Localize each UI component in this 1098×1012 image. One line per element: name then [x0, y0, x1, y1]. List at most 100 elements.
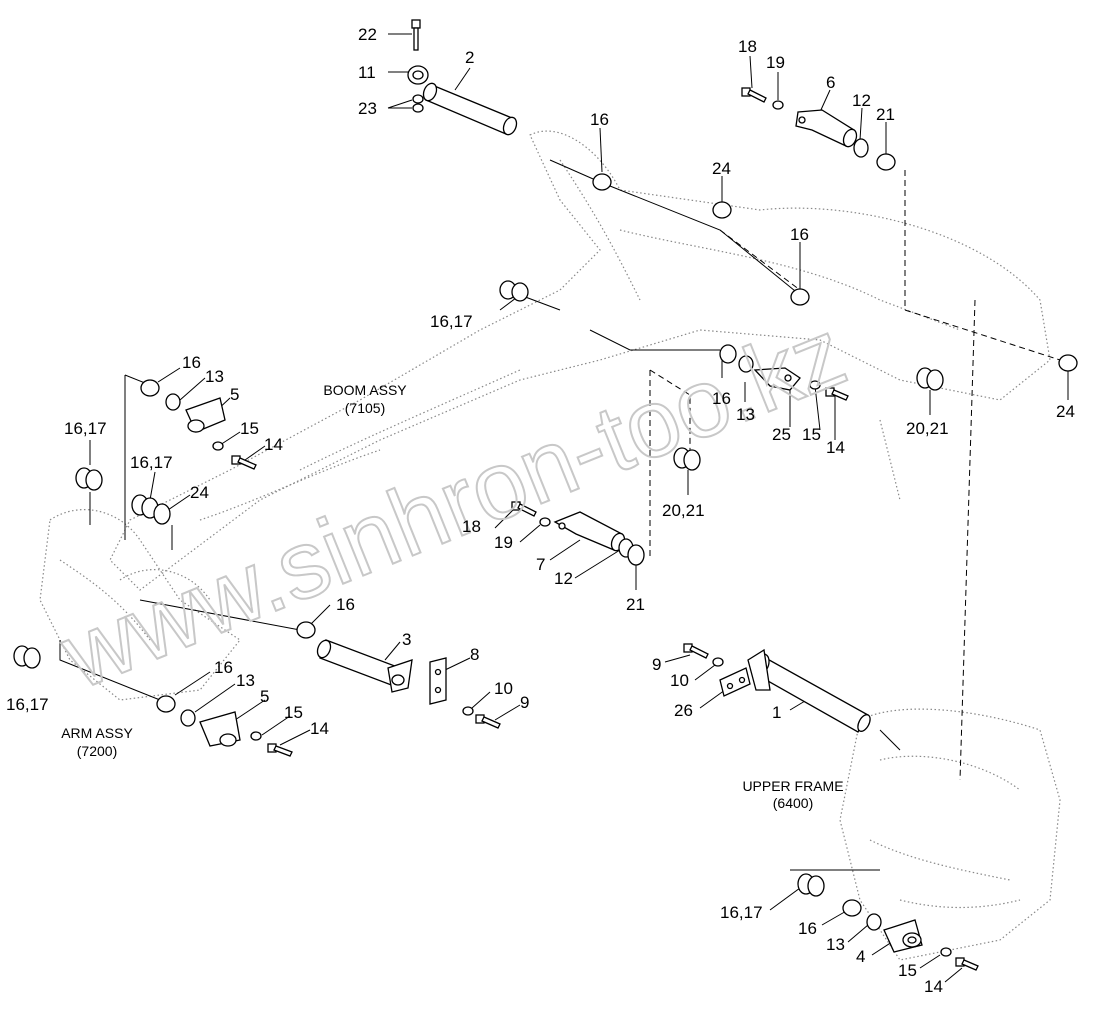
part-5-pin-a [185, 397, 226, 433]
part-19-washer-top [772, 100, 784, 110]
upper-frame-code: (6400) [773, 795, 813, 811]
part-10-washer-b [712, 657, 724, 667]
callout-2: 2 [465, 48, 474, 67]
leader-lines [59, 33, 1069, 983]
callout-16-17-c: 16,17 [130, 453, 173, 472]
watermark-text: www.sinhron-too.kz [47, 298, 860, 709]
part-23-washers [412, 94, 424, 113]
boom-assy-code: (7105) [345, 400, 385, 416]
upper-frame-label: UPPER FRAME [742, 778, 843, 794]
callout-23: 23 [358, 99, 377, 118]
callout-21-top: 21 [876, 105, 895, 124]
callout-16-e: 16 [336, 595, 355, 614]
part-22-bolt [411, 19, 421, 51]
part-16-17-shims-b [75, 467, 103, 491]
callout-5-a: 5 [230, 385, 239, 404]
callout-1: 1 [772, 703, 781, 722]
part-13-ring-a [165, 393, 181, 411]
part-3-pin [316, 639, 413, 693]
callout-4: 4 [856, 947, 865, 966]
callout-9-b: 9 [652, 655, 661, 674]
callout-20-21-a: 20,21 [906, 419, 949, 438]
part-13-ring-c [180, 709, 196, 727]
part-13-ring-b [738, 355, 754, 373]
part-16-shim-d [719, 344, 737, 364]
part-14-bolt-b [825, 387, 849, 401]
part-14-bolt-a [231, 455, 257, 470]
callout-26: 26 [674, 701, 693, 720]
callout-16-17-e: 16,17 [720, 903, 763, 922]
callout-7: 7 [536, 555, 545, 574]
part-15-washer-d [940, 947, 952, 957]
part-16-17-shims-e [797, 873, 825, 897]
part-14-bolt-d [955, 957, 979, 971]
callout-14-c: 14 [310, 719, 329, 738]
callout-labels: 22 11 23 2 18 19 6 12 21 16 24 16 16,17 … [6, 25, 1075, 996]
callout-13-c: 13 [236, 671, 255, 690]
part-16-17-shims-d [13, 645, 41, 669]
part-16-shim-b [790, 288, 810, 306]
part-10-washer-a [462, 706, 474, 716]
callout-10-a: 10 [494, 679, 513, 698]
part-12-spacer-top [853, 138, 869, 158]
part-4-pin [883, 919, 923, 953]
callout-15-d: 15 [898, 961, 917, 980]
part-16-shim-e [296, 621, 316, 639]
callout-24-c: 24 [1056, 402, 1075, 421]
callout-10-b: 10 [670, 671, 689, 690]
part-15-washer-c [250, 731, 262, 741]
part-6-pin [795, 109, 858, 148]
callout-25: 25 [772, 425, 791, 444]
part-18-bolt-top [741, 87, 767, 103]
part-13-ring-d [866, 913, 882, 931]
callout-19-top: 19 [766, 53, 785, 72]
callout-16-c: 16 [182, 353, 201, 372]
callout-11: 11 [358, 63, 376, 82]
callout-19-mid: 19 [494, 533, 513, 552]
part-16-shim-a [592, 173, 612, 191]
part-16-shim-g [842, 899, 862, 917]
callout-3: 3 [402, 630, 411, 649]
part-9-bolt-b [683, 643, 709, 659]
upper-frame-outline [839, 708, 1061, 961]
part-8-plate [429, 657, 447, 705]
part-24-shim-a [712, 201, 732, 219]
part-16-shim-c [140, 379, 160, 397]
callout-8: 8 [470, 645, 479, 664]
callout-14-a: 14 [264, 435, 283, 454]
callout-18-top: 18 [738, 37, 757, 56]
callout-24-b: 24 [190, 483, 209, 502]
callout-16-a: 16 [590, 110, 609, 129]
part-2-pin [422, 82, 518, 136]
callout-18-mid: 18 [462, 517, 481, 536]
callout-12-top: 12 [852, 91, 871, 110]
callout-6: 6 [826, 73, 835, 92]
callout-16-f: 16 [214, 658, 233, 677]
callout-16-d: 16 [712, 389, 731, 408]
part-15-washer-a [212, 441, 224, 451]
part-5-pin-b [199, 711, 241, 747]
callout-21-mid: 21 [626, 595, 645, 614]
part-21-shim-top [876, 153, 896, 171]
callout-16-g: 16 [798, 919, 817, 938]
part-20-21-shims-a [916, 367, 944, 391]
callout-13-b: 13 [736, 405, 755, 424]
part-11-collar [407, 65, 429, 85]
assembly-dash-lines [649, 170, 1061, 781]
callout-22: 22 [358, 25, 377, 44]
boom-outline [109, 130, 1051, 591]
callout-16-17-d: 16,17 [6, 695, 49, 714]
callout-15-a: 15 [240, 419, 259, 438]
part-16-17-shims-a [499, 280, 529, 302]
part-15-washer-b [809, 380, 821, 390]
callout-14-d: 14 [924, 977, 943, 996]
callout-15-c: 15 [284, 703, 303, 722]
part-14-bolt-c [267, 743, 293, 757]
part-7-pin [553, 511, 626, 552]
callout-24-a: 24 [712, 159, 731, 178]
arm-assy-code: (7200) [77, 743, 117, 759]
callout-16-b: 16 [790, 225, 809, 244]
callout-15-b: 15 [802, 425, 821, 444]
